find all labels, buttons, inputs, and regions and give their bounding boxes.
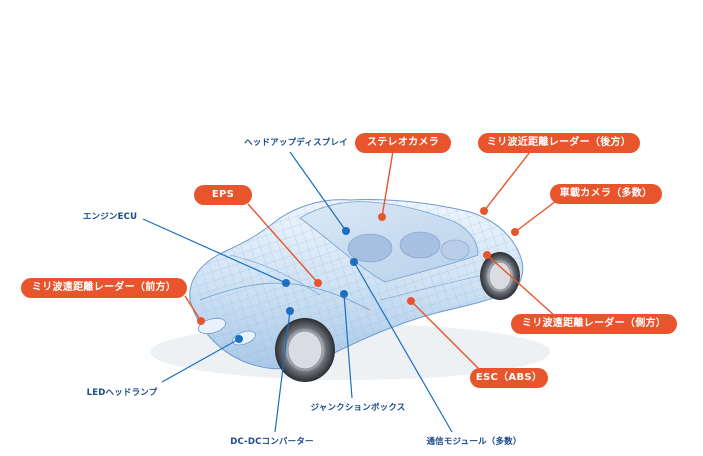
label-hud: ヘッドアップディスプレイ bbox=[244, 138, 348, 148]
leader-dcdc bbox=[274, 310, 291, 433]
point-mmwave-rear bbox=[480, 207, 488, 215]
point-eps bbox=[314, 279, 322, 287]
label-eps: EPS bbox=[194, 185, 252, 205]
leader-eps bbox=[247, 203, 319, 284]
point-junction-box bbox=[340, 290, 348, 298]
leader-led-headlamp bbox=[161, 338, 240, 383]
point-engine-ecu bbox=[282, 279, 290, 287]
label-led-headlamp: LEDヘッドランプ bbox=[86, 388, 158, 398]
point-led-headlamp bbox=[235, 335, 243, 343]
label-dcdc: DC-DCコンバーター bbox=[230, 437, 314, 447]
point-mmwave-side bbox=[483, 251, 491, 259]
label-engine-ecu: エンジンECU bbox=[82, 212, 138, 222]
leader-hud bbox=[289, 151, 347, 232]
leader-camera-multi bbox=[514, 200, 557, 233]
point-camera-multi bbox=[511, 228, 519, 236]
point-mmwave-front bbox=[197, 317, 205, 325]
leader-junction-box bbox=[343, 293, 353, 399]
label-junction-box: ジャンクションボックス bbox=[310, 403, 406, 413]
label-mmwave-side: ミリ波遠距離レーダー（側方） bbox=[511, 314, 677, 334]
leader-mmwave-front bbox=[184, 295, 202, 322]
leader-comm-module bbox=[353, 261, 453, 433]
car-illustration bbox=[189, 199, 524, 382]
leader-esc bbox=[410, 300, 481, 371]
headlamp-left bbox=[197, 317, 227, 335]
point-hud bbox=[342, 227, 350, 235]
leader-mmwave-side bbox=[486, 254, 556, 317]
point-comm-module bbox=[350, 258, 358, 266]
point-stereo-camera bbox=[378, 213, 386, 221]
label-comm-module: 通信モジュール（多数） bbox=[426, 437, 522, 447]
point-esc bbox=[407, 297, 415, 305]
label-mmwave-rear: ミリ波近距離レーダー（後方） bbox=[478, 133, 640, 153]
leader-stereo-camera bbox=[381, 150, 394, 218]
leader-engine-ecu bbox=[142, 218, 287, 284]
label-esc: ESC（ABS） bbox=[470, 368, 548, 388]
leader-mmwave-rear bbox=[483, 151, 531, 212]
label-mmwave-front: ミリ波遠距離レーダー（前方） bbox=[21, 278, 187, 298]
point-dcdc bbox=[286, 307, 294, 315]
label-camera-multi: 車載カメラ（多数） bbox=[550, 184, 662, 204]
label-stereo-camera: ステレオカメラ bbox=[355, 133, 451, 153]
